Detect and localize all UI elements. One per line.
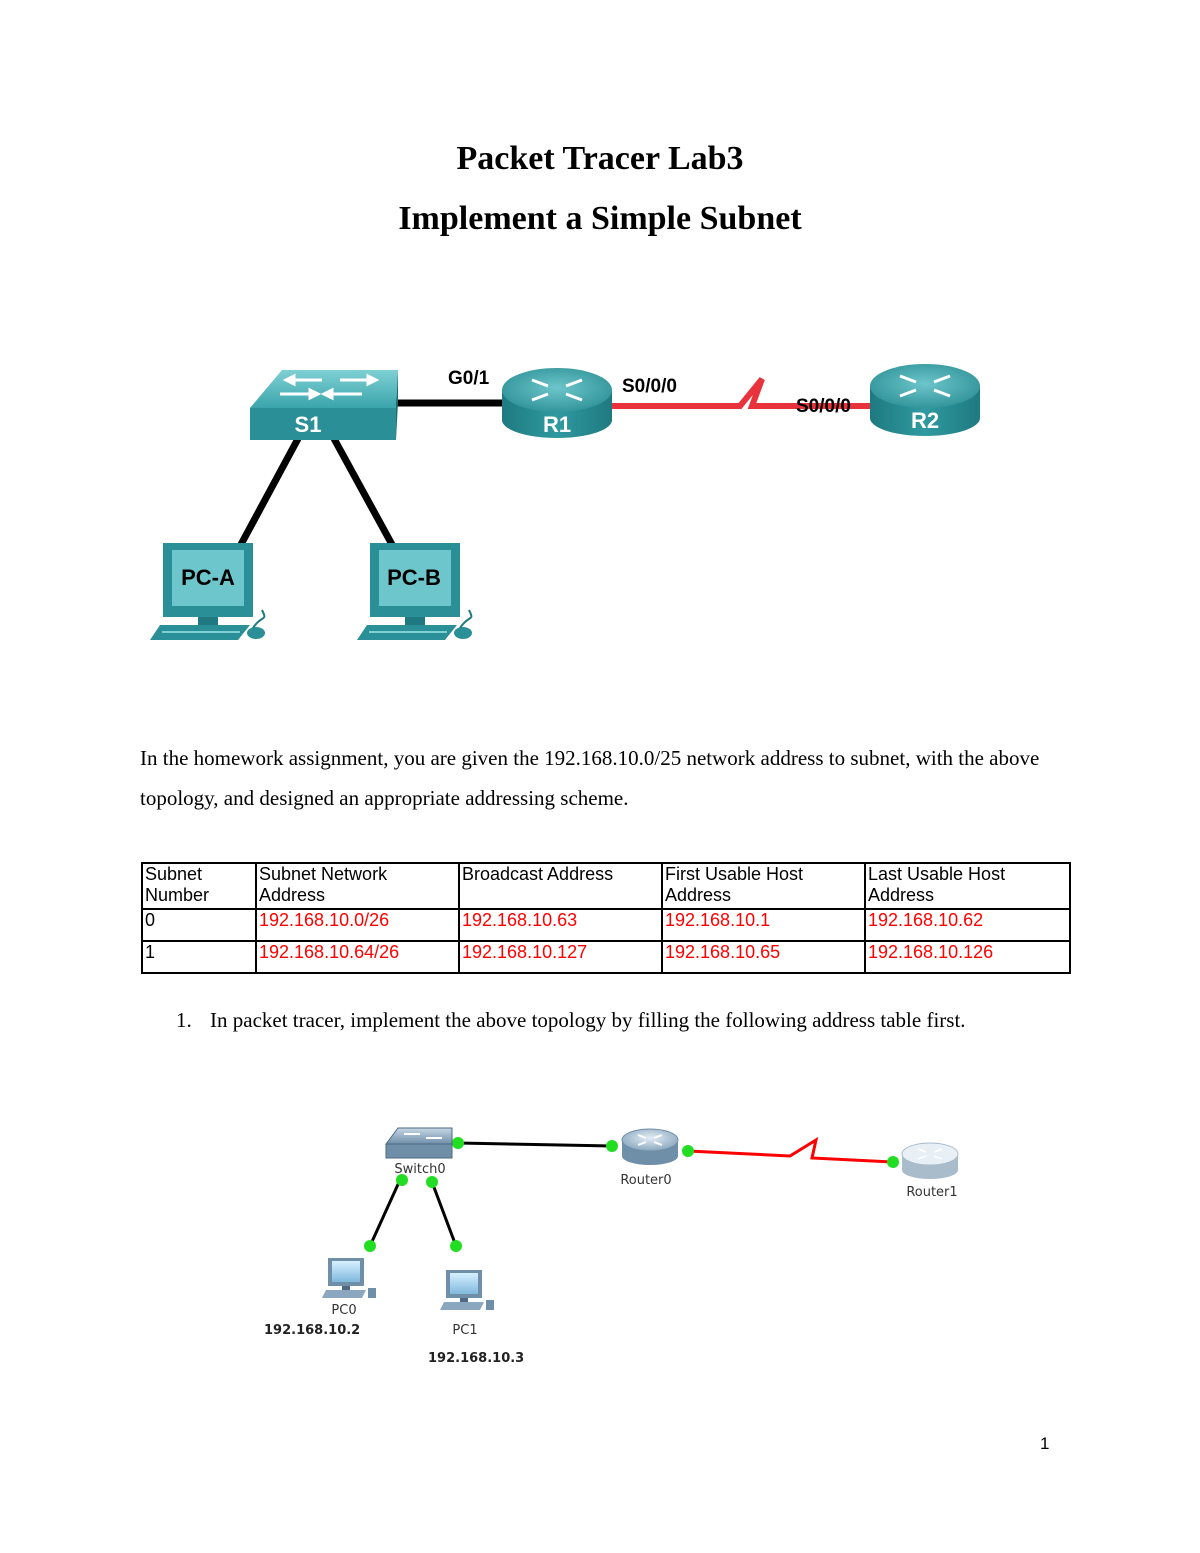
- intro-paragraph: In the homework assignment, you are give…: [140, 746, 1040, 810]
- table-row: 1 192.168.10.64/26 192.168.10.127 192.16…: [141, 940, 1071, 974]
- pc1-ip-label: 192.168.10.3: [428, 1351, 524, 1366]
- cell-network-address: 192.168.10.64/26: [255, 940, 460, 974]
- title-line-1: Packet Tracer Lab3: [456, 140, 744, 177]
- pc1: PC1: [440, 1270, 494, 1338]
- link-switch0-pc0: [368, 1179, 402, 1247]
- header-subnet-network-address: Subnet Network Address: [255, 862, 460, 910]
- header-last-usable-host: Last Usable Host Address: [864, 862, 1071, 910]
- svg-text:R2: R2: [911, 408, 939, 433]
- pc0: PC0: [322, 1258, 376, 1318]
- switch0: Switch0: [385, 1127, 453, 1177]
- interface-label-g01: G0/1: [448, 368, 490, 389]
- step-1: 1. In packet tracer, implement the above …: [176, 1000, 1116, 1040]
- cell-network-address: 192.168.10.0/26: [255, 908, 460, 942]
- cell-subnet-number: 1: [141, 940, 257, 974]
- router-r2: R2: [870, 364, 980, 436]
- svg-text:PC1: PC1: [452, 1323, 477, 1338]
- link-s1-pcb: [328, 433, 399, 552]
- link-switch0-router0: [457, 1141, 613, 1148]
- pc-a: PC-A: [150, 543, 266, 640]
- pc0-ip-label: 192.168.10.2: [264, 1323, 360, 1338]
- cell-first-host: 192.168.10.65: [661, 940, 866, 974]
- router1: Router1: [901, 1142, 959, 1200]
- cell-broadcast-address: 192.168.10.63: [458, 908, 663, 942]
- svg-text:Router0: Router0: [620, 1173, 671, 1188]
- step-1-number: 1.: [176, 1008, 192, 1032]
- link-status-dots: [364, 1137, 899, 1252]
- cell-broadcast-address: 192.168.10.127: [458, 940, 663, 974]
- interface-label-r1-s000: S0/0/0: [622, 376, 677, 397]
- subnet-table: Subnet Number Subnet Network Address Bro…: [141, 862, 1071, 974]
- step-1-text: In packet tracer, implement the above to…: [210, 1008, 966, 1032]
- pc-b: PC-B: [357, 543, 473, 640]
- svg-text:PC0: PC0: [331, 1303, 356, 1318]
- cell-last-host: 192.168.10.126: [864, 940, 1071, 974]
- cell-subnet-number: 0: [141, 908, 257, 942]
- link-switch0-pc1: [430, 1181, 458, 1247]
- svg-text:PC-A: PC-A: [181, 565, 235, 590]
- switch-s1: S1: [250, 370, 398, 440]
- header-subnet-number: Subnet Number: [141, 862, 257, 910]
- svg-text:Switch0: Switch0: [394, 1162, 445, 1177]
- interface-label-r2-s000: S0/0/0: [796, 396, 851, 417]
- router-r1: R1: [502, 368, 612, 438]
- svg-text:S1: S1: [295, 412, 322, 437]
- table-row: 0 192.168.10.0/26 192.168.10.63 192.168.…: [141, 908, 1071, 942]
- link-s1-pca: [234, 433, 304, 552]
- header-first-usable-host: First Usable Host Address: [661, 862, 866, 910]
- table-header-row: Subnet Number Subnet Network Address Bro…: [141, 862, 1071, 910]
- router0: Router0: [620, 1128, 679, 1188]
- serial-link-r1-r2: [612, 377, 870, 409]
- svg-text:R1: R1: [543, 412, 571, 437]
- cell-first-host: 192.168.10.1: [661, 908, 866, 942]
- cell-last-host: 192.168.10.62: [864, 908, 1071, 942]
- svg-text:PC-B: PC-B: [387, 565, 441, 590]
- page-number: 1: [1040, 1434, 1050, 1453]
- title-line-2: Implement a Simple Subnet: [398, 200, 802, 237]
- svg-text:Router1: Router1: [906, 1185, 957, 1200]
- packet-tracer-topology: Switch0 Router0 Router1 PC0 192.168.10.2: [264, 1127, 959, 1366]
- header-broadcast-address: Broadcast Address: [458, 862, 663, 910]
- topology-diagram: S1 R1 R2 G0/1 S0/0/0 S0/0/0 PC-A: [150, 364, 980, 640]
- serial-link-router0-router1: [687, 1136, 894, 1164]
